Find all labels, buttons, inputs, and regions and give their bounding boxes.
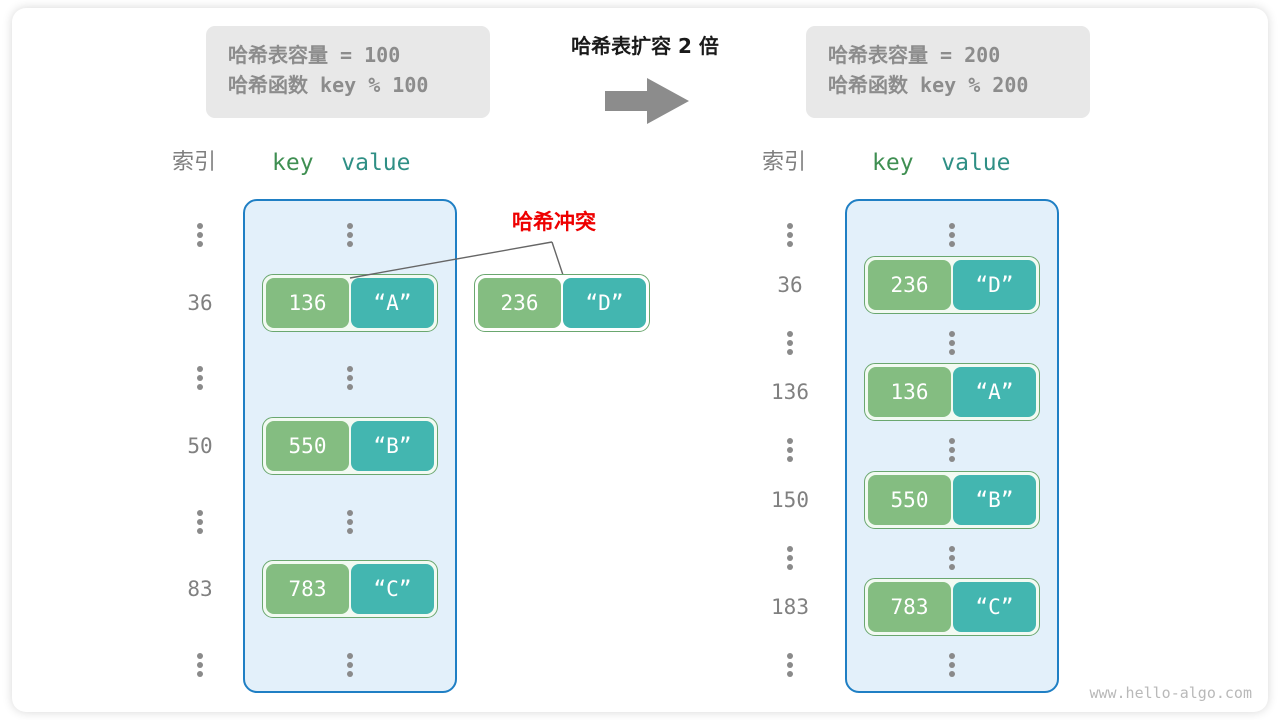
collision-pair-value: “D” [563,278,646,328]
bucket-ellipsis [920,220,984,250]
collision-connector-lines [349,241,565,279]
pair-value: “B” [953,474,1036,525]
right-header-key: key [872,150,914,176]
bucket-ellipsis [920,543,984,573]
pair-value: “C” [953,582,1036,633]
info-box-after: 哈希表容量 = 200 哈希函数 key % 200 [806,26,1090,118]
index-value: 150 [771,487,809,512]
key-value-pair: 783“C” [262,560,438,619]
index-ellipsis [758,328,822,358]
key-value-pair: 136“A” [262,273,438,332]
index-value: 36 [777,272,803,297]
info-before-capacity: 哈希表容量 = 100 [228,43,401,67]
pair-key: 136 [868,367,951,418]
key-value-pair: 236“D” [864,255,1040,314]
pair-key: 550 [868,474,951,525]
pair-value: “D” [953,259,1036,310]
info-after-hashfunc: 哈希函数 key % 200 [828,73,1029,97]
left-header-index: 索引 [172,150,217,175]
left-header-key-value: key value [272,146,411,180]
pair-value: “A” [953,367,1036,418]
key-value-pair: 136“A” [864,363,1040,422]
pair-key: 236 [868,259,951,310]
index-value: 50 [187,434,213,458]
key-value-pair: 550“B” [864,470,1040,529]
index-value: 136 [771,380,809,405]
bucket-ellipsis [318,220,382,250]
index-ellipsis [168,220,232,250]
info-before-hashfunc: 哈希函数 key % 100 [228,73,429,97]
index-value: 83 [187,577,213,602]
right-header-key-value: key value [872,146,1011,180]
index-ellipsis [758,220,822,250]
index-value: 183 [771,595,809,620]
bucket-ellipsis [318,363,382,393]
bucket-ellipsis [920,435,984,465]
pair-value: “A” [351,277,434,328]
pair-key: 136 [266,277,349,328]
index-ellipsis [758,435,822,465]
bucket-ellipsis [920,650,984,680]
right-header-value: value [941,150,1011,176]
collision-pair: 236 “D” [474,274,650,332]
right-header-index: 索引 [762,150,807,175]
watermark: www.hello-algo.com [1089,684,1252,702]
bucket-ellipsis [318,507,382,537]
index-ellipsis [168,650,232,680]
collision-label: 哈希冲突 [512,210,596,234]
arrow-right-icon [605,78,689,124]
index-column-before: 36 50 83 [168,196,232,692]
info-after-capacity: 哈希表容量 = 200 [828,43,1001,67]
index-ellipsis [758,650,822,680]
index-ellipsis [168,507,232,537]
left-header-value: value [341,150,411,176]
index-ellipsis [168,363,232,393]
key-value-pair: 783“C” [864,578,1040,637]
info-box-before: 哈希表容量 = 100 哈希函数 key % 100 [206,26,490,118]
collision-pair-key: 236 [478,278,561,328]
pair-key: 550 [266,421,349,471]
center-caption: 哈希表扩容 2 倍 [571,34,719,58]
bucket-ellipsis [920,328,984,358]
key-value-pair: 550“B” [262,417,438,475]
index-value: 36 [187,290,213,315]
pair-key: 783 [266,564,349,615]
index-ellipsis [758,543,822,573]
pair-key: 783 [868,582,951,633]
bucket-ellipsis [318,650,382,680]
pair-value: “C” [351,564,434,615]
pair-value: “B” [351,421,434,471]
index-column-after: 36 136 150 183 [758,196,822,692]
left-header-key: key [272,150,314,176]
